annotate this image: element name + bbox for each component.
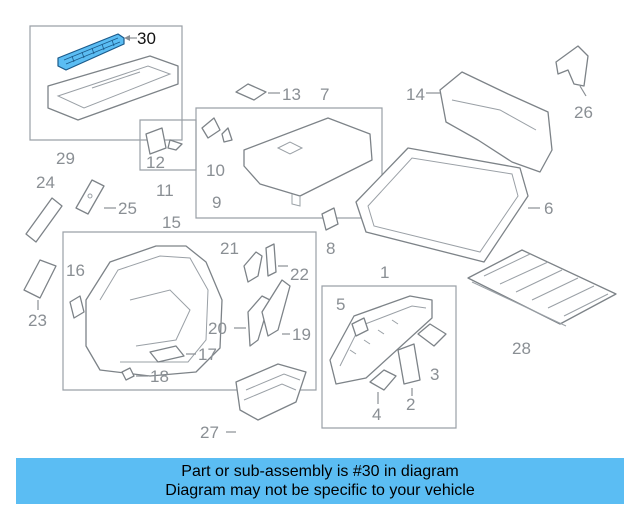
- sill-plate-part-1: [329, 295, 433, 385]
- clip-part-18: [121, 367, 148, 381]
- callout-4: 4: [372, 405, 381, 424]
- callout-15: 15: [162, 213, 181, 232]
- callout-16: 16: [66, 261, 85, 280]
- callout-3: 3: [430, 365, 439, 384]
- panel-part-23: [23, 259, 57, 310]
- highlighted-part-30[interactable]: [57, 33, 125, 71]
- callout-21: 21: [220, 239, 239, 258]
- leader-line-30: [124, 35, 137, 41]
- cargo-frame-part-28: [467, 249, 617, 327]
- bracket-part-21: [243, 251, 263, 283]
- callout-10: 10: [206, 161, 225, 180]
- callout-9: 9: [212, 193, 221, 212]
- callout-17: 17: [198, 345, 217, 364]
- callout-28: 28: [512, 339, 531, 358]
- callout-24: 24: [36, 173, 55, 192]
- parts-diagram: 30 29 13 7 14 26 12 11 10 9 24 25 15 6 8…: [23, 25, 617, 442]
- callout-6: 6: [544, 199, 553, 218]
- scuff-panel-part-27: [226, 363, 307, 433]
- quarter-trim-part-15: [85, 245, 223, 377]
- bracket-part-2: [397, 343, 421, 396]
- info-banner: Part or sub-assembly is #30 in diagram D…: [16, 458, 624, 504]
- callout-1: 1: [380, 263, 389, 282]
- clip-part-5: [351, 317, 369, 337]
- callout-30: 30: [137, 29, 156, 48]
- parcel-shelf-part-29: [47, 55, 179, 121]
- pillar-part-19: [261, 279, 291, 337]
- callout-29: 29: [56, 149, 75, 168]
- callout-12: 12: [146, 153, 165, 172]
- cover-part-3: [417, 323, 447, 347]
- group-box-29: [29, 25, 183, 141]
- callout-23: 23: [28, 311, 47, 330]
- callout-13: 13: [282, 85, 301, 104]
- cover-part-17: [149, 345, 196, 363]
- callout-22: 22: [290, 265, 309, 284]
- callout-27: 27: [200, 423, 219, 442]
- bracket-part-22: [265, 243, 288, 277]
- callout-11: 11: [156, 181, 174, 200]
- callout-19: 19: [292, 325, 311, 344]
- callout-5: 5: [336, 295, 345, 314]
- trim-part-12: [145, 127, 183, 155]
- callout-2: 2: [406, 395, 415, 414]
- floor-cover-part-7: [243, 117, 373, 207]
- trunk-mat-part-6: [355, 147, 540, 263]
- clip-part-10: [201, 117, 233, 143]
- banner-line-part-number: Part or sub-assembly is #30 in diagram: [181, 463, 459, 480]
- bracket-part-26: [555, 45, 589, 97]
- cap-part-8: [321, 207, 339, 231]
- callout-26: 26: [574, 103, 593, 122]
- callout-20: 20: [208, 319, 227, 338]
- clip-part-13: [235, 83, 280, 101]
- callout-7: 7: [320, 85, 329, 104]
- callout-8: 8: [326, 239, 335, 258]
- banner-line-disclaimer: Diagram may not be specific to your vehi…: [165, 482, 475, 499]
- panel-part-25: [75, 179, 116, 215]
- group-box-15: [62, 231, 317, 391]
- callout-14: 14: [406, 85, 425, 104]
- clip-part-16: [69, 295, 85, 319]
- group-box-1: [321, 285, 457, 429]
- callout-18: 18: [150, 367, 169, 386]
- side-trim-part-14: [426, 71, 553, 173]
- panel-part-24: [25, 197, 63, 243]
- cover-part-4: [369, 369, 397, 404]
- callout-25: 25: [118, 199, 137, 218]
